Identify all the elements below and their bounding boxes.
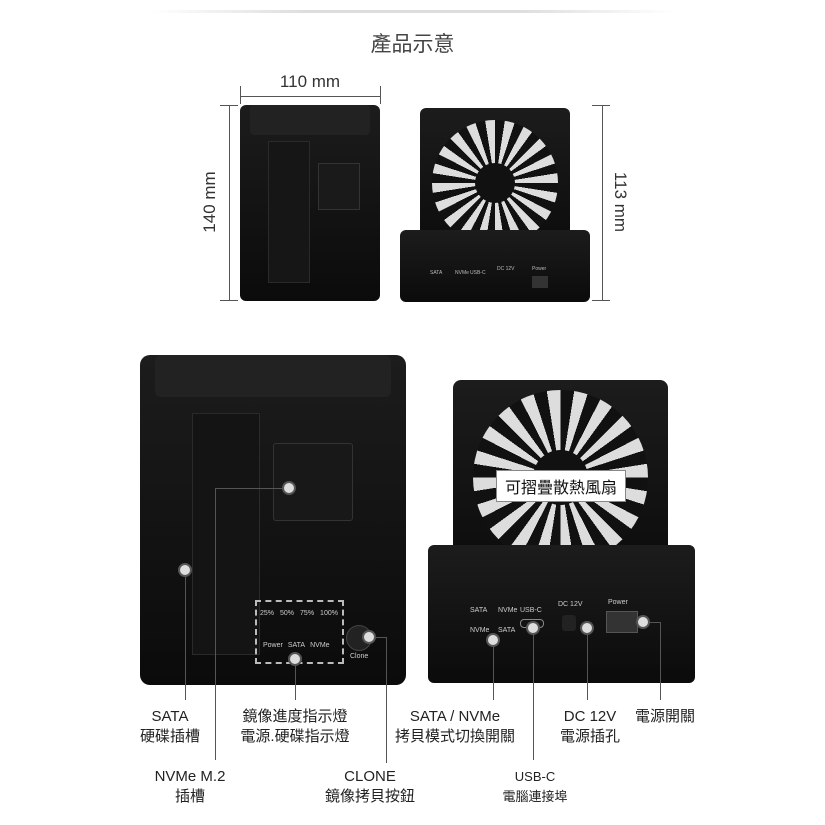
dim-tick (592, 300, 610, 301)
dim-tick (220, 300, 238, 301)
callout-line (215, 488, 290, 489)
power-switch (532, 276, 548, 288)
width-dimension: 110 mm (279, 72, 341, 91)
sata-slot (268, 141, 310, 283)
nvme-slot (318, 163, 360, 210)
callout-dot (580, 621, 594, 635)
led-sata: SATA (287, 642, 306, 649)
led-50: 50% (280, 610, 295, 617)
dim-tick (380, 86, 381, 104)
depth-dimension: 140 mm (200, 171, 219, 233)
callout-dot (526, 621, 540, 635)
device-top-view-small (240, 105, 380, 301)
dock-base-large: SATA NVMe NVMe SATA USB-C DC 12V Power (428, 545, 695, 683)
callout-line (386, 637, 387, 763)
led-100: 100% (320, 610, 338, 617)
usbc-label: USB-C (470, 270, 486, 276)
dc-port (562, 615, 576, 631)
callout-line (493, 640, 494, 700)
callout-line (295, 655, 296, 700)
led-25: 25% (260, 610, 275, 617)
callout-indicators: 鏡像進度指示燈電源.硬碟指示燈 (240, 708, 350, 745)
callout-line (185, 570, 186, 700)
led-75: 75% (300, 610, 315, 617)
callout-line (587, 628, 588, 700)
callout-dot (362, 630, 376, 644)
switch-label: NVMe (498, 607, 518, 614)
switch-label: SATA (498, 627, 516, 634)
callout-dot (282, 481, 296, 495)
dim-tick (240, 86, 241, 104)
power-label: Power (608, 599, 628, 606)
callout-line (376, 637, 386, 638)
callout-line (660, 622, 661, 700)
clone-label: Clone (350, 653, 369, 660)
power-label: Power (532, 266, 547, 272)
page-title: 產品示意 (370, 33, 455, 56)
depth-dimension-line (229, 105, 230, 300)
led-power: Power (263, 642, 283, 649)
callout-dot (178, 563, 192, 577)
fan-cover (155, 355, 391, 397)
dc-label: DC 12V (497, 266, 515, 272)
fan-hub (475, 163, 515, 203)
callout-dot (288, 652, 302, 666)
switch-label: NVMe (470, 627, 490, 634)
device-top-view-large: 25% 50% 75% 100% Power SATA NVMe Clone (140, 355, 406, 685)
fan-label: 可摺疊散熱風扇 (496, 470, 627, 502)
switch-label: SATA (430, 270, 443, 276)
top-divider (150, 10, 675, 13)
height-dimension: 113 mm (611, 171, 630, 233)
dc-label: DC 12V (558, 601, 583, 608)
callout-line (648, 622, 660, 623)
callout-dot (636, 615, 650, 629)
switch-label: SATA (470, 607, 488, 614)
dock-base-small: SATA NVMe USB-C DC 12V Power (400, 230, 590, 302)
width-dimension-line (240, 96, 380, 97)
height-dimension-line (602, 105, 603, 300)
fan-cover (250, 105, 370, 135)
dim-tick (592, 105, 610, 106)
switch-label: NVMe (455, 270, 469, 276)
usbc-label: USB-C (520, 607, 542, 614)
callout-line (533, 628, 534, 760)
callout-dot (486, 633, 500, 647)
callout-power: 電源開關 (634, 708, 695, 725)
callout-line (215, 488, 216, 760)
power-switch (606, 611, 638, 633)
led-nvme: NVMe (310, 642, 330, 649)
sata-slot (192, 413, 260, 655)
